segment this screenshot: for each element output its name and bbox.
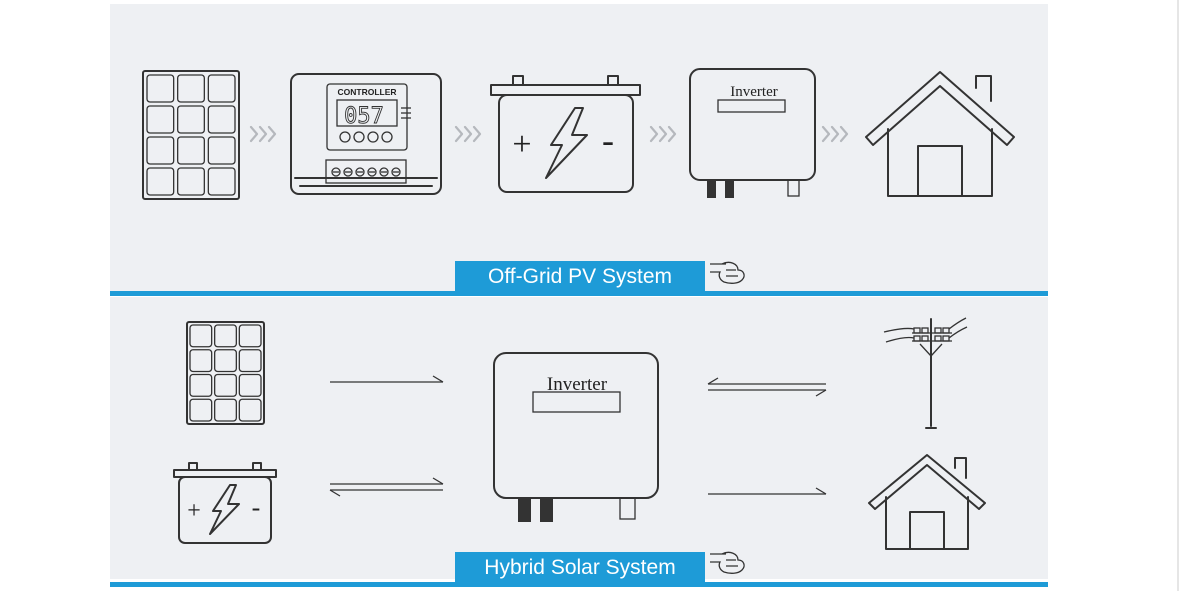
solar-cell [177,105,205,134]
inverter-icon: Inverter [493,352,659,522]
solar-cell [207,167,236,196]
battery-icon: + - [490,75,641,193]
solar-cell [177,74,205,103]
utility-pole-icon [883,317,968,429]
off-grid-caption: Off-Grid PV System [455,261,705,293]
solar-cell [189,349,213,373]
controller-label: CONTROLLER [337,87,396,97]
terminal-screw [391,167,401,177]
bidirectional-arrow-icon [329,477,444,497]
controller-display: 057 [344,104,384,129]
terminal-screw [355,167,365,177]
flow-chevrons-icon [249,125,277,143]
solar-cell [238,349,262,373]
inverter-label: Inverter [730,84,777,100]
solar-cell [177,167,205,196]
solar-cell [207,105,236,134]
house-icon [868,454,986,550]
solar-cell [146,167,175,196]
pointing-hand-icon [710,551,745,574]
solar-cell [177,136,205,165]
solar-cell [238,324,262,348]
bidirectional-arrow-icon [707,377,827,397]
solar-cell [207,136,236,165]
battery-plus-sign: + [512,126,531,163]
inverter-icon: Inverter [689,68,816,198]
battery-plus-sign: + [187,498,201,524]
hybrid-divider-bar [110,582,1048,587]
solar-cell [214,324,237,348]
solar-cell [146,136,175,165]
solar-cell [238,373,262,397]
solar-panel-icon [186,321,265,425]
off-grid-divider-bar [110,291,1048,296]
arrow-right-icon [708,487,827,495]
solar-cell [238,398,262,422]
solar-panel-icon [142,70,240,200]
flow-chevrons-icon [454,125,482,143]
flow-chevrons-icon [649,125,677,143]
solar-cell [207,74,236,103]
page-edge-line [1177,0,1179,591]
solar-cell [189,398,213,422]
hybrid-caption: Hybrid Solar System [455,552,705,584]
solar-cell [189,373,213,397]
terminal-screw [367,167,377,177]
terminal-screw [343,167,353,177]
hybrid-panel [110,297,1048,579]
house-icon [865,71,1015,197]
battery-minus-sign: - [252,493,261,522]
off-grid-panel [110,4,1048,291]
battery-minus-sign: - [602,120,614,160]
solar-cell [214,349,237,373]
arrow-right-icon [330,375,444,383]
solar-cell [146,105,175,134]
pointing-hand-icon [710,261,745,284]
solar-cell [214,373,237,397]
terminal-screw [379,167,389,177]
terminal-screw [331,167,341,177]
flow-chevrons-icon [821,125,849,143]
solar-cell [214,398,237,422]
charge-controller-icon: CONTROLLER 057 [290,73,442,195]
inverter-label: Inverter [547,374,608,395]
solar-cell [146,74,175,103]
solar-cell [189,324,213,348]
battery-icon: + - [173,462,277,544]
